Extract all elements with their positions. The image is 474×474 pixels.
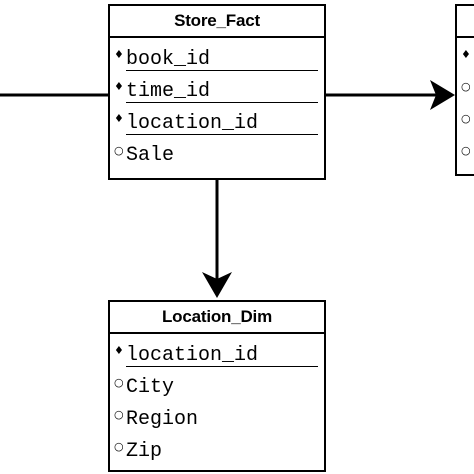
attribute-name: Sale — [126, 144, 175, 167]
key-underline — [126, 366, 318, 367]
store-fact-title: Store_Fact — [110, 6, 324, 38]
key-marker-icon: ♦ — [114, 344, 124, 357]
attribute-marker-icon: ○ — [461, 112, 471, 125]
attribute-row: ♦ book_id — [110, 44, 324, 76]
attribute-name: book_id — [126, 48, 211, 71]
attribute-row: ♦ location_id — [110, 340, 324, 372]
attribute-marker-icon: ○ — [114, 408, 124, 421]
attribute-row: ○ Zip — [110, 436, 324, 468]
attribute-name: location_id — [126, 344, 259, 367]
right-arrowhead-icon — [430, 80, 455, 110]
store-fact-entity[interactable]: Store_Fact ♦ book_id ♦ time_id ♦ locatio… — [108, 4, 326, 180]
attribute-row: ○ City — [110, 372, 324, 404]
right-partial-entity[interactable]: ♦ ○ ○ ○ — [455, 4, 474, 176]
attribute-row: ○ — [457, 76, 474, 108]
attribute-row: ○ Region — [110, 404, 324, 436]
store-fact-attributes: ♦ book_id ♦ time_id ♦ location_id ○ Sale — [110, 38, 324, 172]
location-dim-title: Location_Dim — [110, 302, 324, 334]
attribute-marker-icon: ○ — [114, 376, 124, 389]
attribute-marker-icon: ○ — [114, 440, 124, 453]
attribute-row: ♦ — [457, 44, 474, 76]
location-dim-attributes: ♦ location_id ○ City ○ Region ○ Zip — [110, 334, 324, 468]
attribute-name: time_id — [126, 80, 211, 103]
key-underline — [126, 102, 318, 103]
attribute-marker-icon: ○ — [461, 80, 471, 93]
key-underline — [126, 134, 318, 135]
attribute-name: Zip — [126, 440, 163, 463]
key-marker-icon: ♦ — [114, 112, 124, 125]
key-marker-icon: ♦ — [114, 80, 124, 93]
attribute-name: location_id — [126, 112, 259, 135]
attribute-marker-icon: ○ — [461, 144, 471, 157]
attribute-row: ○ — [457, 108, 474, 140]
attribute-row: ○ — [457, 140, 474, 172]
attribute-marker-icon: ○ — [114, 144, 124, 157]
key-marker-icon: ♦ — [114, 48, 124, 61]
attribute-row: ♦ time_id — [110, 76, 324, 108]
attribute-name: Region — [126, 408, 199, 431]
down-arrowhead-icon — [202, 272, 232, 298]
key-underline — [126, 70, 318, 71]
attribute-name: City — [126, 376, 175, 399]
key-marker-icon: ♦ — [461, 48, 471, 61]
location-dim-entity[interactable]: Location_Dim ♦ location_id ○ City ○ Regi… — [108, 300, 326, 472]
attribute-row: ♦ location_id — [110, 108, 324, 140]
attribute-row: ○ Sale — [110, 140, 324, 172]
right-partial-title — [457, 6, 474, 38]
right-partial-attributes: ♦ ○ ○ ○ — [457, 38, 474, 172]
